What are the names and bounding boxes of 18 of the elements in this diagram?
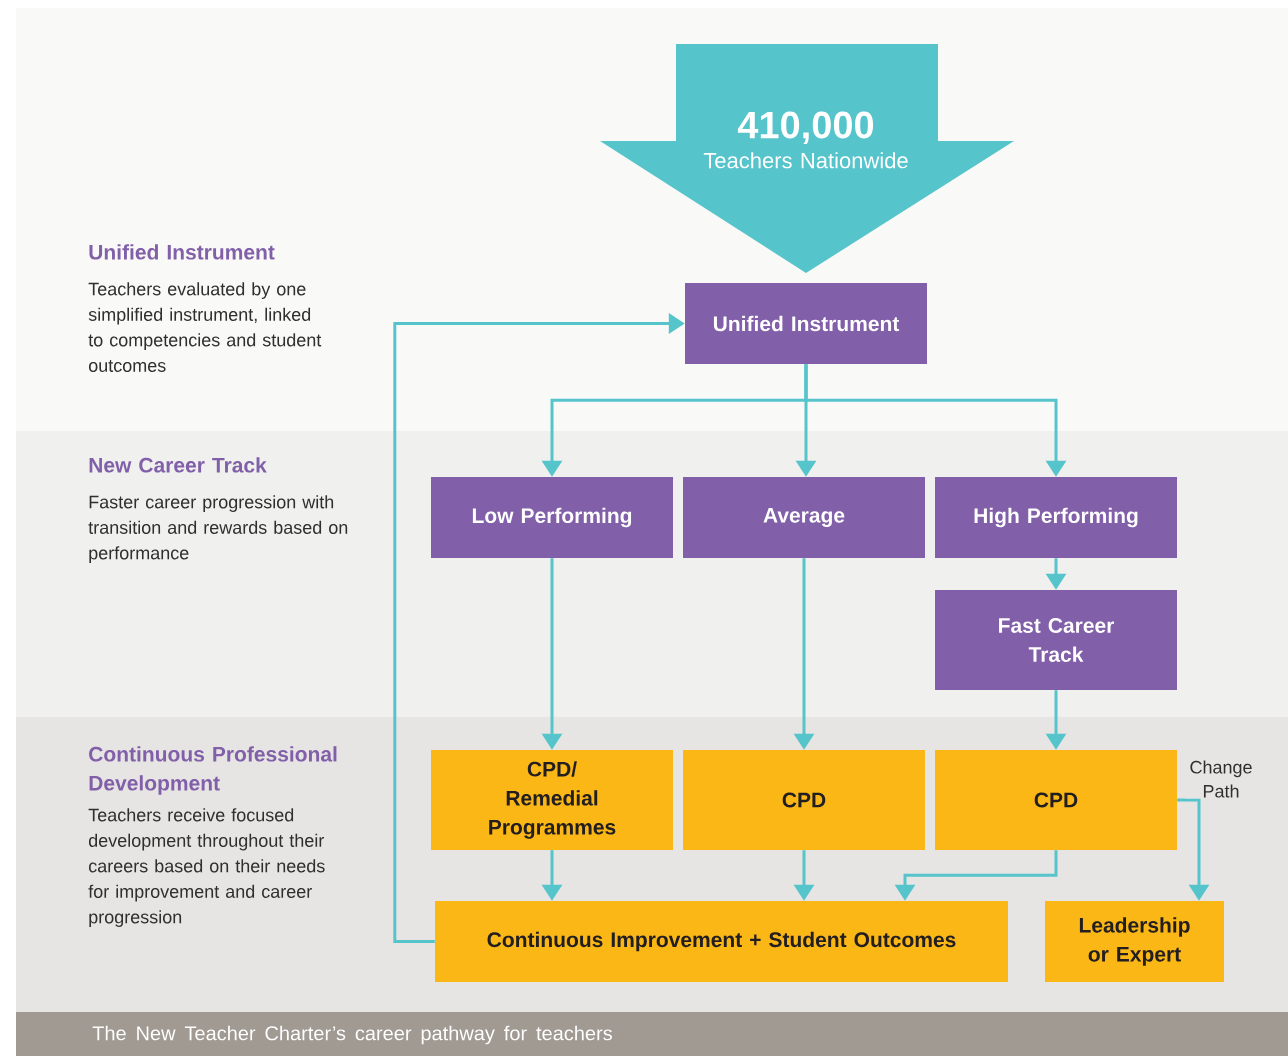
- section-heading: Unified Instrument: [89, 244, 275, 260]
- process-box: CPD: [935, 750, 1177, 850]
- process-box: High Performing: [935, 477, 1177, 558]
- process-box: Leadership or Expert: [1045, 901, 1224, 982]
- section-heading: Continuous Professional Development: [89, 746, 337, 795]
- process-box: CPD: [683, 750, 925, 850]
- section-heading: New Career Track: [89, 457, 267, 473]
- process-box: Continuous Improvement + Student Outcomes: [435, 901, 1008, 982]
- section-text: Faster career progression with transition and rewards based on performance: [88, 495, 348, 563]
- process-box: Unified Instrument: [685, 283, 927, 364]
- section-text: Teachers receive focused development throughout their careers based on their needs for improvement and career progression: [88, 808, 325, 927]
- process-box: CPD/ Remedial Programmes: [431, 750, 673, 850]
- caption-bar: The New Teacher Charter’s career pathway for teachers: [16, 1012, 1288, 1056]
- process-box: Fast Career Track: [935, 590, 1177, 690]
- section-text: Teachers evaluated by one simplified instrument, linked to competencies and student outcomes: [88, 282, 322, 372]
- process-box: Average: [683, 477, 925, 558]
- edge-label: Change Path: [1185, 759, 1257, 799]
- process-box: Low Performing: [431, 477, 673, 558]
